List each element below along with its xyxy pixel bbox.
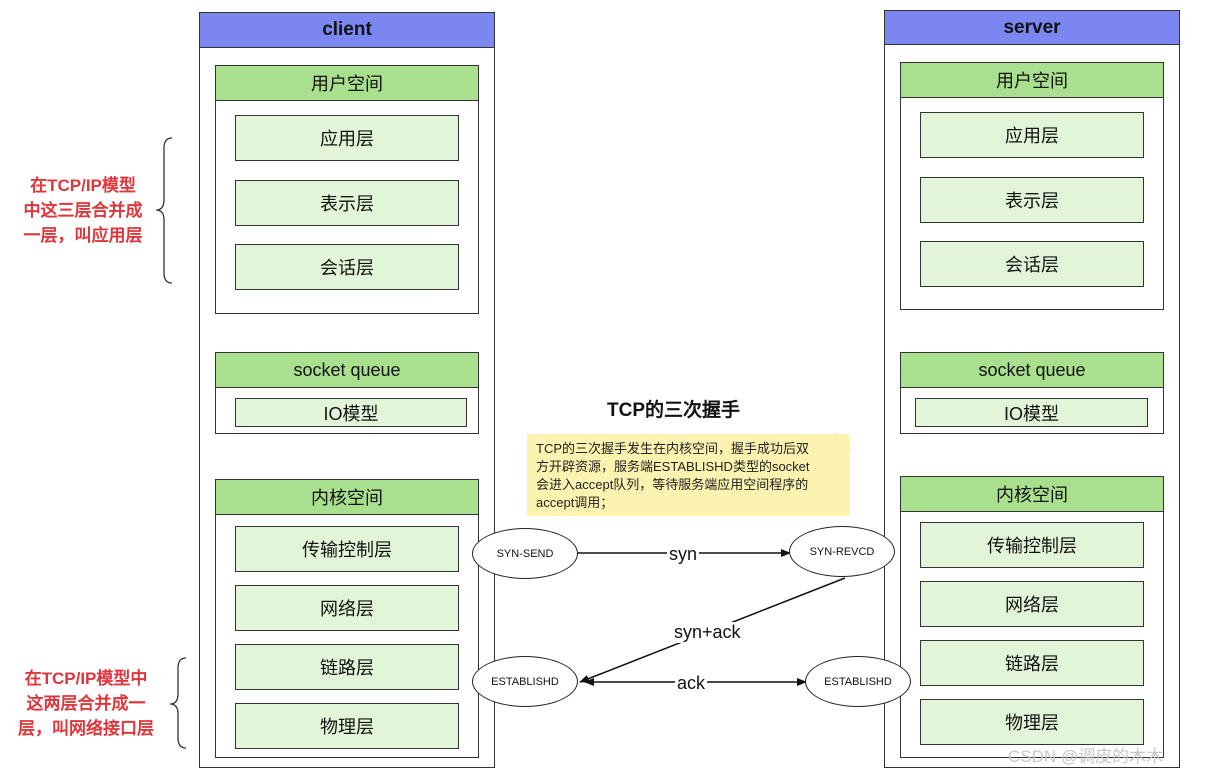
server-io-model: IO模型 [915, 398, 1148, 427]
net-layer-annotation: 在TCP/IP模型中 这两层合并成一 层，叫网络接口层 [4, 666, 168, 741]
client-title: client [200, 13, 494, 48]
app-layer-annotation-line: 中这三层合并成 [23, 201, 143, 220]
server-network-layer: 网络层 [920, 581, 1144, 627]
server-title: server [885, 11, 1179, 45]
client-established-state: ESTABLISHD [472, 656, 578, 707]
server-application-layer: 应用层 [920, 112, 1144, 158]
server-session-layer: 会话层 [920, 241, 1144, 287]
client-physical-layer: 物理层 [235, 703, 459, 749]
app-layer-annotation-line: 一层，叫应用层 [23, 226, 143, 245]
server-transport-layer: 传输控制层 [920, 522, 1144, 568]
client-io-model: IO模型 [235, 398, 467, 427]
client-kernel-space-title: 内核空间 [216, 480, 478, 515]
client-user-space-title: 用户空间 [216, 66, 478, 101]
net-layer-annotation-line: 在TCP/IP模型中 [24, 669, 148, 688]
server-physical-layer: 物理层 [920, 699, 1144, 745]
syn-revcd-state: SYN-REVCD [789, 526, 895, 577]
app-layer-brace [155, 137, 173, 284]
handshake-title: TCP的三次握手 [607, 400, 741, 421]
server-user-space-title: 用户空间 [901, 63, 1163, 98]
server-link-layer: 链路层 [920, 640, 1144, 686]
watermark: CSDN @调皮的木木 [1008, 747, 1164, 766]
app-layer-annotation: 在TCP/IP模型 中这三层合并成 一层，叫应用层 [8, 173, 158, 248]
server-socket-queue-title: socket queue [901, 353, 1163, 388]
client-presentation-layer: 表示层 [235, 180, 459, 226]
syn-label: syn [667, 544, 700, 565]
app-layer-annotation-line: 在TCP/IP模型 [30, 176, 136, 195]
syn-ack-label: syn+ack [672, 622, 743, 643]
handshake-note-line: accept调用； [536, 495, 614, 510]
net-layer-annotation-line: 这两层合并成一 [26, 694, 146, 713]
handshake-note-line: 会进入accept队列，等待服务端应用空间程序的 [536, 477, 809, 492]
syn-send-state: SYN-SEND [472, 528, 578, 579]
server-established-state: ESTABLISHD [805, 656, 911, 707]
client-socket-queue-title: socket queue [216, 353, 478, 388]
net-layer-brace [169, 657, 187, 749]
handshake-note-line: TCP的三次握手发生在内核空间，握手成功后双 [536, 441, 810, 456]
client-application-layer: 应用层 [235, 115, 459, 161]
handshake-note: TCP的三次握手发生在内核空间，握手成功后双 方开辟资源，服务端ESTABLIS… [527, 434, 850, 516]
handshake-note-line: 方开辟资源，服务端ESTABLISHD类型的socket [536, 459, 810, 474]
client-link-layer: 链路层 [235, 644, 459, 690]
ack-label: ack [675, 673, 708, 694]
server-presentation-layer: 表示层 [920, 177, 1144, 223]
client-session-layer: 会话层 [235, 244, 459, 290]
client-transport-layer: 传输控制层 [235, 526, 459, 572]
client-network-layer: 网络层 [235, 585, 459, 631]
server-kernel-space-title: 内核空间 [901, 477, 1163, 512]
net-layer-annotation-line: 层，叫网络接口层 [18, 719, 154, 738]
